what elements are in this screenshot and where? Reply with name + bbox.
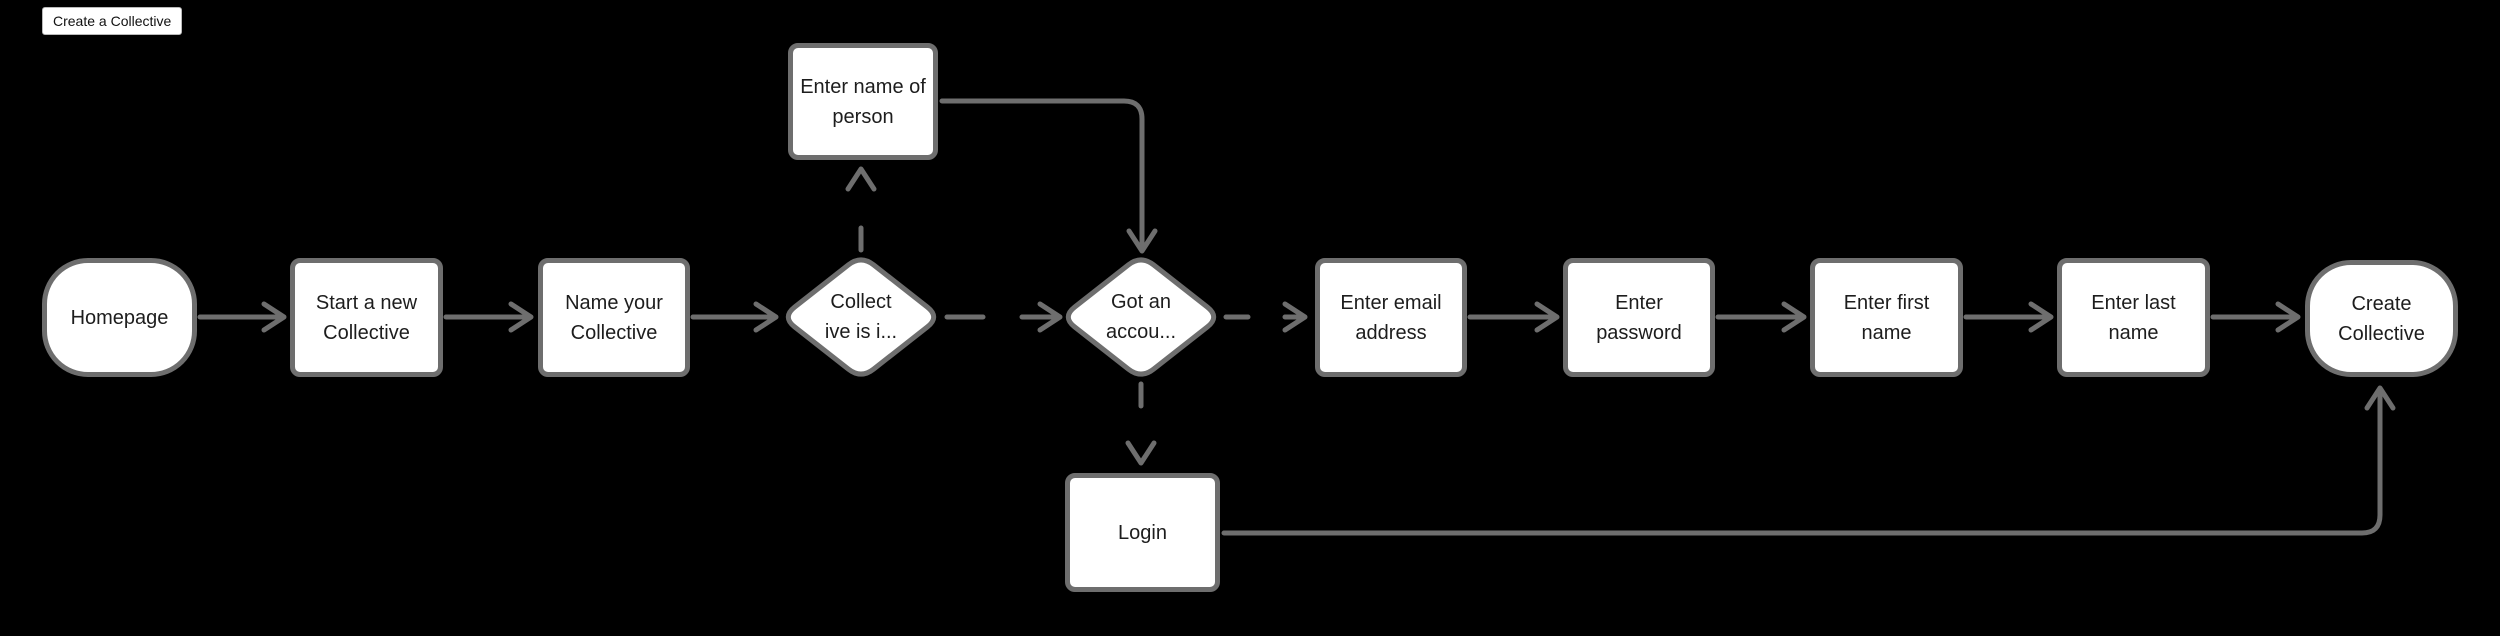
node-create-collective[interactable]: Create Collective <box>2305 260 2458 377</box>
node-enter-password-label: Enter password <box>1596 291 1682 344</box>
node-start-new-collective-label: Start a new Collective <box>315 291 418 344</box>
node-enter-first-name-label: Enter first name <box>1843 291 1930 344</box>
node-enter-last-name-label: Enter last name <box>2091 291 2176 344</box>
node-enter-password[interactable]: Enter password <box>1563 258 1715 377</box>
create-a-collective-label[interactable]: Create a Collective <box>42 7 183 35</box>
node-enter-name-of-person-label: Enter name of person <box>800 75 926 128</box>
node-homepage[interactable]: Homepage <box>42 258 197 377</box>
node-got-account-diamond-label: Got an accou... <box>1105 291 1177 343</box>
node-got-account-diamond[interactable] <box>1065 257 1217 377</box>
node-collective-installed-diamond-label: Collect ive is i... <box>824 291 898 343</box>
node-homepage-label: Homepage <box>70 306 169 329</box>
node-collective-installed-diamond[interactable] <box>785 257 937 377</box>
node-name-your-collective-label: Name your Collective <box>565 291 663 344</box>
node-create-collective-label: Create Collective <box>2338 292 2425 345</box>
edge-login-create[interactable] <box>1221 385 2396 536</box>
node-enter-email-address[interactable]: Enter email address <box>1315 258 1467 377</box>
node-enter-first-name[interactable]: Enter first name <box>1810 258 1963 377</box>
node-login[interactable]: Login <box>1065 473 1220 592</box>
node-start-new-collective[interactable]: Start a new Collective <box>290 258 443 377</box>
node-login-label: Login <box>1118 521 1167 544</box>
node-enter-last-name[interactable]: Enter last name <box>2057 258 2210 377</box>
node-name-your-collective[interactable]: Name your Collective <box>538 258 690 377</box>
node-enter-email-address-label: Enter email address <box>1340 291 1442 344</box>
edge-entername-accountq[interactable] <box>939 98 1158 254</box>
node-enter-name-of-person[interactable]: Enter name of person <box>788 43 938 160</box>
